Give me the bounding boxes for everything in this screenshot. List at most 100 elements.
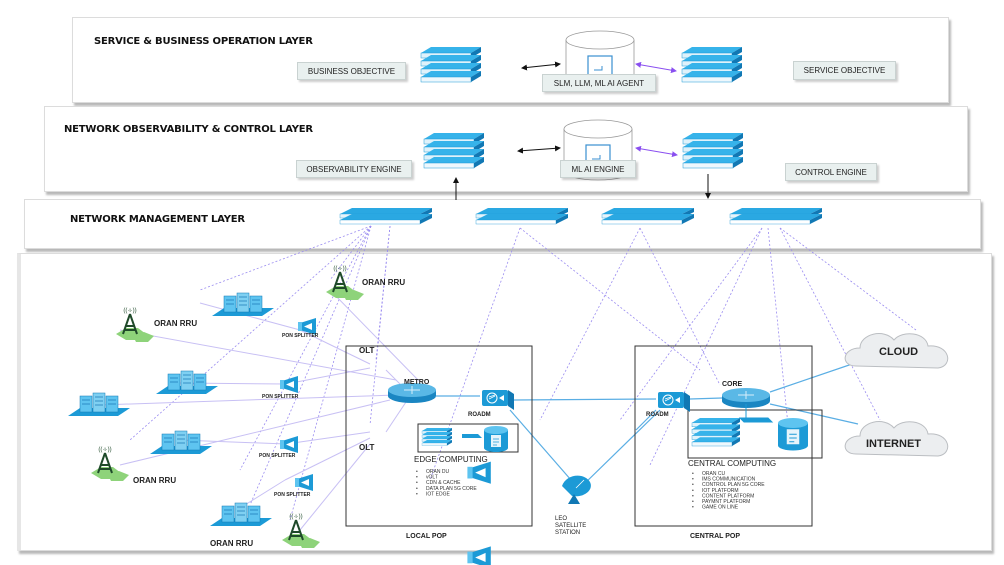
edge-database-icon (483, 425, 509, 453)
agent-service-arrow (635, 61, 677, 74)
oran-rru-tower-icon (115, 307, 155, 343)
pon-splitter-icon (295, 474, 313, 491)
central-computing-bullet: • (692, 482, 694, 488)
fiber-links (436, 361, 859, 489)
service-business-layer-panel (72, 17, 949, 103)
olt-label: OLT (359, 443, 375, 452)
internet-label: INTERNET (866, 438, 921, 450)
central-computing-bullet: • (692, 493, 694, 499)
edge-server-icon (421, 427, 453, 446)
building-cluster-icon (209, 502, 273, 527)
edge-computing-item: vOLT (426, 475, 438, 481)
ml-control-arrow (635, 145, 678, 158)
central-link (738, 404, 774, 423)
edge-computing-bullet: • (416, 469, 418, 475)
management-server-3-icon (601, 207, 695, 225)
core-label: CORE (722, 381, 743, 388)
access-links (99, 289, 421, 531)
observability-engine-server-icon (423, 132, 485, 169)
olt-label: OLT (359, 346, 375, 355)
edge-computing-bullet: • (416, 491, 418, 497)
observability-ml-arrow (517, 145, 561, 154)
building-cluster-icon (211, 292, 275, 317)
roadm-local-icon (481, 389, 515, 411)
control-engine-label: CONTROL ENGINE (785, 163, 877, 181)
management-server-4-icon (729, 207, 823, 225)
olt-icon (467, 546, 491, 565)
building-cluster-icon (155, 370, 219, 395)
local-pop-label: LOCAL POP (406, 533, 447, 540)
central-computing-box (687, 409, 823, 459)
central-pop-label: CENTRAL POP (690, 533, 740, 540)
business-objective-server-icon (420, 46, 482, 83)
edge-computing-item: DATA PLAN 5G CORE (426, 486, 477, 492)
satellite-label-line2: SATELLITE (555, 523, 586, 529)
central-computing-item: IOT PLATFORM (702, 488, 738, 494)
edge-computing-bullet: • (416, 486, 418, 492)
edge-computing-bullet: • (416, 480, 418, 486)
central-computing-item: CONTROL PLAN 5G CORE (702, 482, 765, 488)
metro-router-icon (387, 382, 437, 404)
edge-computing-bullet: • (416, 475, 418, 481)
local-pop-box (345, 345, 533, 527)
management-links (129, 225, 917, 521)
oran-rru-tower-icon (281, 513, 321, 549)
oran-rru-label: ORAN RRU (210, 539, 253, 548)
management-layer-title: NETWORK MANAGEMENT LAYER (70, 214, 245, 225)
oran-rru-label: ORAN RRU (133, 476, 176, 485)
roadm-central-label: ROADM (646, 412, 669, 418)
roadm-central-icon (657, 391, 691, 413)
edge-link (462, 434, 482, 438)
edge-computing-item: IOT EDGE (426, 491, 450, 497)
management-server-1-icon (339, 207, 433, 225)
edge-computing-item: CDN & CACHE (426, 480, 461, 486)
oran-rru-label: ORAN RRU (154, 319, 197, 328)
service-layer-title: SERVICE & BUSINESS OPERATION LAYER (94, 36, 313, 47)
central-computing-item: CONTENT PLATFORM (702, 493, 754, 499)
central-computing-bullet: • (692, 471, 694, 477)
pon-splitter-icon (280, 436, 298, 453)
management-server-2-icon (475, 207, 569, 225)
central-pop-box (634, 345, 813, 527)
satellite-label-line3: STATION (555, 530, 580, 536)
leo-satellite-dish-icon (562, 475, 591, 504)
edge-computing-box (417, 423, 519, 453)
satellite-label-line1: LEO (555, 516, 567, 522)
central-computing-list: • ORAN CU • IMS COMMUNICATION • CONTROL PLAN … (692, 471, 765, 511)
building-cluster-icon (149, 430, 213, 455)
roadm-local-label: ROADM (468, 412, 491, 418)
central-computing-item: IMS COMMUNICATION (702, 477, 756, 483)
service-objective-server-icon (681, 46, 743, 83)
business-objective-label: BUSINESS OBJECTIVE (297, 62, 406, 80)
olt-icon (467, 461, 491, 484)
central-computing-title: CENTRAL COMPUTING (688, 459, 776, 468)
oran-rru-tower-icon (325, 265, 365, 301)
oran-rru-label: ORAN RRU (362, 278, 405, 287)
central-computing-bullet: • (692, 488, 694, 494)
ml-ai-engine-label: ML AI ENGINE (560, 160, 636, 178)
edge-computing-list: • ORAN DU • vOLT • CDN & CACHE • DATA PLAN 5G C… (416, 469, 477, 497)
metro-label: METRO (404, 379, 430, 386)
observability-engine-label: OBSERVABILITY ENGINE (296, 160, 412, 178)
edge-computing-item: ORAN DU (426, 469, 449, 475)
edge-computing-title: EDGE COMPUTING (414, 455, 488, 464)
pon-splitter-label: PON SPLITTER (282, 333, 319, 339)
service-objective-label: SERVICE OBJECTIVE (793, 61, 896, 80)
central-server-icon (691, 417, 741, 447)
central-database-icon (777, 417, 809, 451)
pon-splitter-label: PON SPLITTER (274, 492, 311, 498)
pon-splitter-label: PON SPLITTER (262, 394, 299, 400)
ai-agent-label: SLM, LLM, ML AI AGENT (542, 74, 656, 92)
central-computing-bullet: • (692, 505, 694, 511)
central-computing-item: PAYMNT PLATFORM (702, 499, 750, 505)
control-engine-server-icon (682, 132, 744, 169)
agent-business-arrow (521, 61, 561, 71)
central-computing-bullet: • (692, 499, 694, 505)
central-computing-item: ORAN CU (702, 471, 725, 477)
cloud-label: CLOUD (879, 346, 918, 358)
central-computing-item: GAME ON LINE (702, 505, 739, 511)
central-computing-bullet: • (692, 477, 694, 483)
pon-splitter-label: PON SPLITTER (259, 453, 296, 459)
observability-layer-title: NETWORK OBSERVABILITY & CONTROL LAYER (64, 124, 313, 135)
